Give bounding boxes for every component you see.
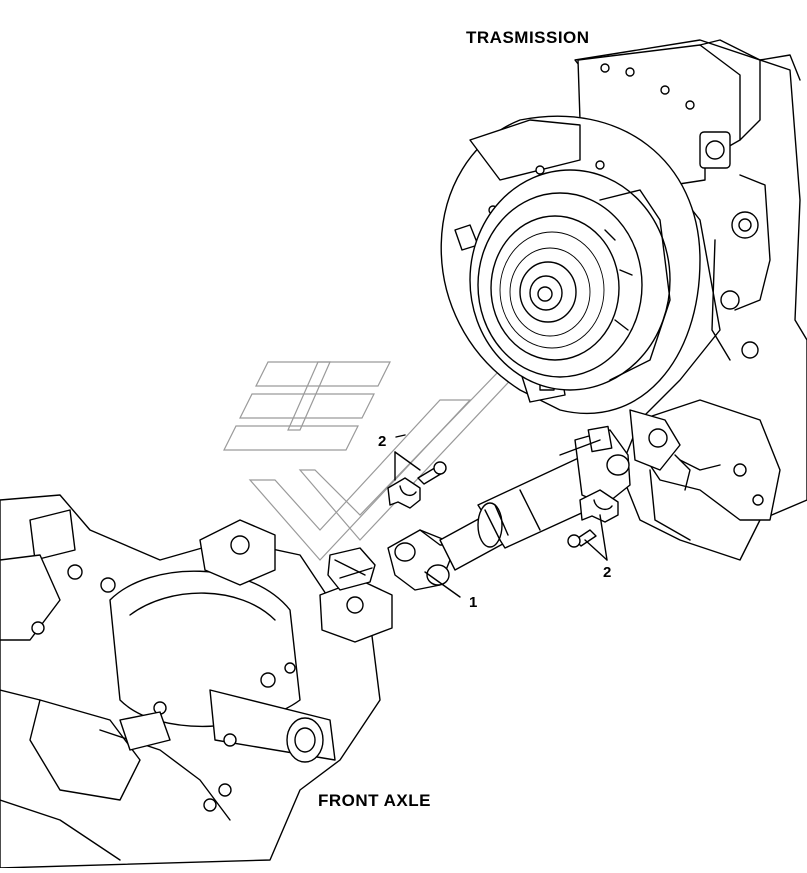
callout-1: 1: [469, 594, 478, 611]
clamp-and-bolt-part-2-upper: [387, 461, 447, 509]
callout-2-lower: 2: [603, 564, 612, 581]
drive-shaft-part-1: [387, 425, 631, 591]
front-axle-label: FRONT AXLE: [318, 791, 431, 810]
callout-2-upper: 2: [378, 433, 387, 450]
callout-leader-lines: [394, 434, 608, 598]
transmission-label: TRASMISSION: [466, 28, 590, 47]
front-axle-housing: [0, 494, 393, 869]
clamp-and-bolt-part-2-lower: [567, 489, 619, 548]
transmission-housing: [440, 39, 807, 561]
